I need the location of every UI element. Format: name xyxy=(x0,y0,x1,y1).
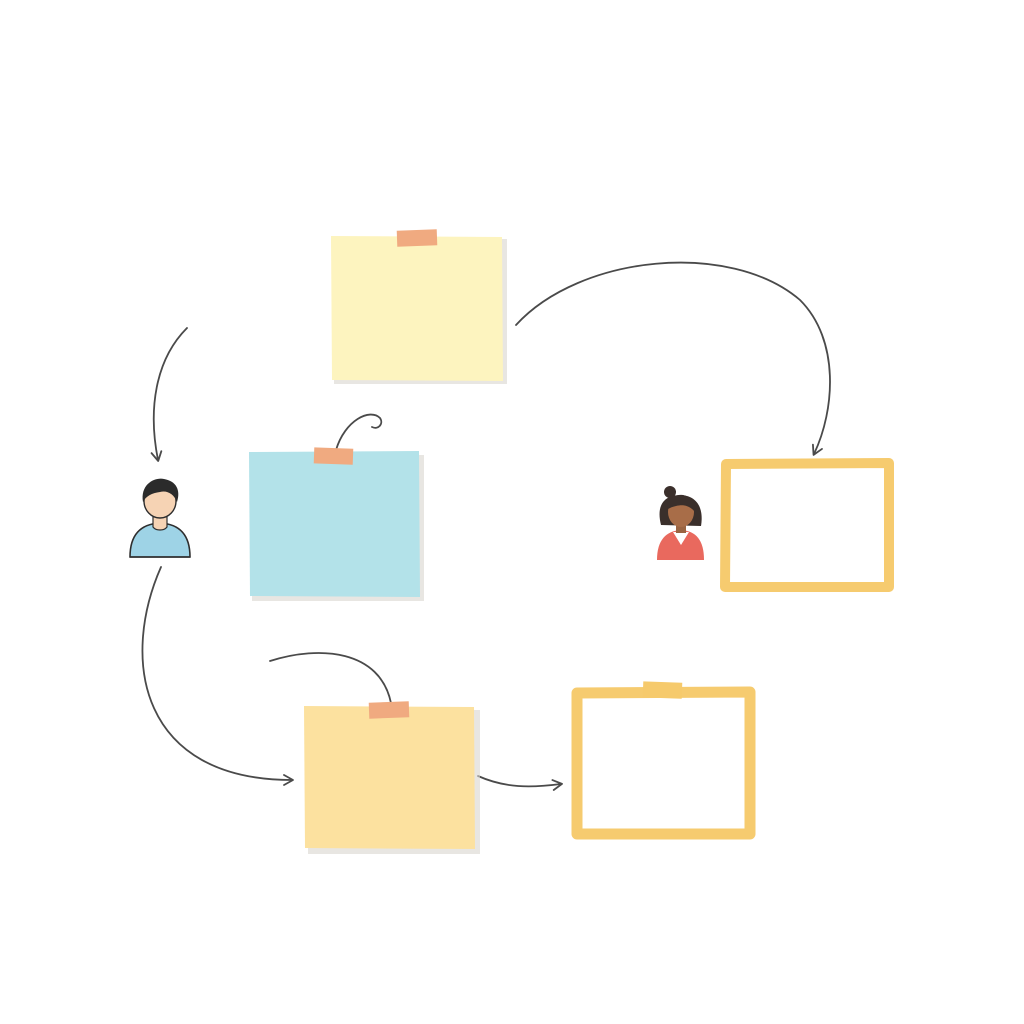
tape-strip-icon xyxy=(396,229,438,247)
connectors xyxy=(141,261,831,791)
woman-avatar-icon xyxy=(657,486,704,560)
arrow-bottom-note-to-frame xyxy=(477,775,563,791)
tape-strip-icon xyxy=(368,701,410,719)
man-avatar-icon xyxy=(129,478,191,558)
curl-bottom-note xyxy=(269,652,392,704)
frame-bottom-right[interactable] xyxy=(571,681,756,840)
sticky-note-orange[interactable] xyxy=(304,701,480,854)
sticky-note-yellow[interactable] xyxy=(331,229,507,384)
arrow-top-left-to-man xyxy=(150,327,188,462)
arrow-man-to-bottom-note xyxy=(141,566,294,786)
arrow-top-note-to-right-frame xyxy=(515,261,831,456)
frame-right[interactable] xyxy=(720,458,894,592)
tape-strip-icon xyxy=(313,447,354,465)
curl-blue-note xyxy=(335,413,383,451)
sticky-note-blue[interactable] xyxy=(249,447,424,601)
tape-strip-icon xyxy=(642,681,683,699)
